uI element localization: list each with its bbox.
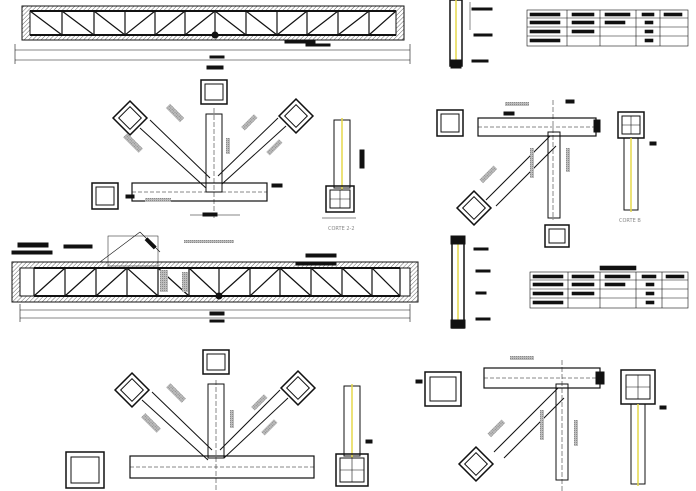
section-corte-2-2 (322, 118, 365, 219)
label-corte-2-2: CORTE 2-2 (328, 226, 355, 232)
truss-elevation-top (14, 5, 411, 64)
node-detail-bottom-left (65, 349, 317, 491)
truss-elevation-middle (11, 231, 419, 323)
member-schedule-table-middle (529, 265, 689, 309)
node-detail-top-right-shading (479, 102, 570, 184)
column-section-middle (450, 235, 491, 329)
section-bottom-left (335, 384, 373, 487)
truss-elevation-middle-shading (160, 270, 188, 292)
node-detail-top-right (436, 99, 601, 248)
section-corte-b (617, 111, 657, 212)
node-detail-bottom-right (415, 360, 605, 491)
member-schedule-table-top (526, 9, 689, 47)
node-detail-bottom-left-shading (141, 383, 278, 436)
column-section-top (449, 0, 493, 69)
section-bottom-right (620, 369, 667, 486)
node-detail-bottom-right-shading (487, 356, 578, 446)
node-detail-top-left-shading (123, 103, 283, 202)
label-corte-b: CORTE B (619, 218, 641, 224)
node-detail-top-left (91, 65, 315, 220)
